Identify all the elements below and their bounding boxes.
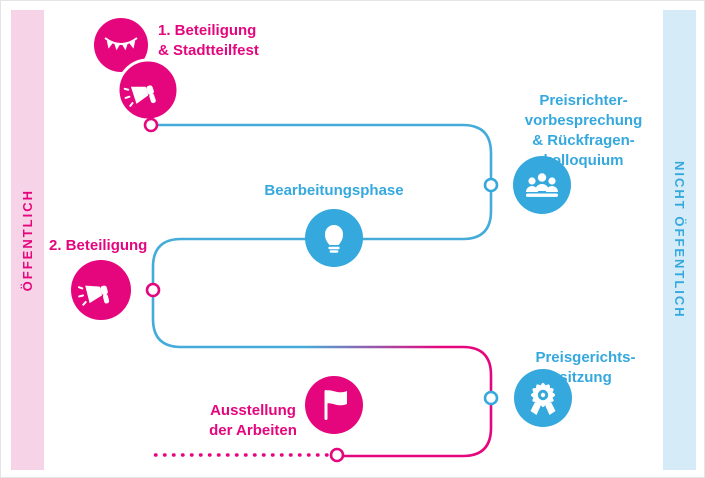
- connector-phase3: [343, 402, 493, 458]
- label-bearbeitungsphase: Bearbeitungsphase: [246, 181, 422, 201]
- label-ausstellung: Ausstellung der Arbeiten: [197, 401, 309, 441]
- label-preisgericht: Preisgerichts- sitzung: [513, 348, 658, 388]
- label-line: vorbesprechung: [524, 112, 643, 129]
- label-line: Preisgerichts-: [535, 349, 636, 366]
- connector-phase2: [151, 294, 493, 395]
- node-bearbeitungsphase: [305, 209, 363, 267]
- ring-preisgericht: [483, 390, 499, 406]
- node-beteiligung2: [71, 260, 131, 320]
- label-line: Preisrichter-: [539, 92, 628, 109]
- label-line: der Arbeiten: [209, 422, 297, 439]
- node-preisrichter: [513, 156, 571, 214]
- not-public-sidebar-label: NICHT ÖFFENTLICH: [672, 161, 687, 319]
- label-beteiligung2: 2. Beteiligung: [49, 236, 147, 256]
- label-line: sitzung: [559, 369, 612, 386]
- jury-people-icon: [526, 173, 558, 197]
- award-rosette-icon: [530, 383, 556, 415]
- public-sidebar: ÖFFENTLICH: [11, 10, 44, 470]
- bunting-icon: [104, 37, 138, 51]
- label-line: & Stadtteilfest: [158, 42, 259, 59]
- label-line: 1. Beteiligung: [158, 22, 257, 39]
- label-line: 2. Beteiligung: [49, 237, 148, 254]
- ring-beteiligung2: [145, 282, 161, 298]
- label-beteiligung1: 1. Beteiligung & Stadtteilfest: [158, 21, 259, 61]
- label-line: & Rückfragen-: [532, 132, 635, 149]
- label-line: Ausstellung: [210, 402, 296, 419]
- node-ausstellung: [305, 376, 363, 434]
- node-preisgericht: [514, 369, 572, 427]
- flag-icon: [324, 390, 347, 420]
- connector-phase1: [151, 123, 493, 286]
- ring-preisrichter: [483, 177, 499, 193]
- ring-beteiligung1: [143, 117, 159, 133]
- lightbulb-icon: [325, 225, 343, 253]
- label-line: Bearbeitungsphase: [264, 182, 404, 199]
- ring-ausstellung: [329, 447, 345, 463]
- label-preisrichter: Preisrichter- vorbesprechung & Rückfrage…: [501, 91, 666, 171]
- not-public-sidebar: NICHT ÖFFENTLICH: [663, 10, 696, 470]
- label-line: kolloquium: [543, 152, 624, 169]
- node-beteiligung1: [94, 18, 180, 122]
